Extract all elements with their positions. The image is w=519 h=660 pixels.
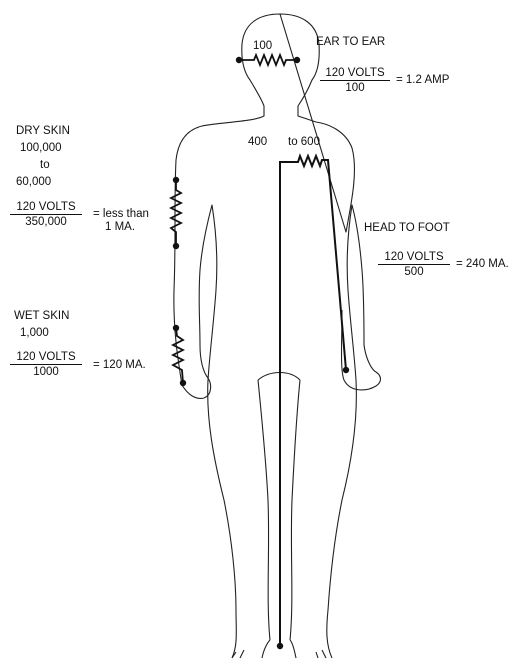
wet-skin-fraction: 120 VOLTS 1000 [10, 350, 82, 379]
dry-skin-title: DRY SKIN [16, 125, 70, 138]
wet-skin-value: 1,000 [20, 327, 49, 340]
dry-skin-result-line2: 1 MA. [105, 221, 135, 234]
head-to-foot-fraction: 120 VOLTS 500 [378, 250, 450, 279]
head-to-foot-resistance-low: 400 [248, 136, 267, 149]
ear-to-ear-result: = 1.2 AMP [396, 74, 449, 87]
ear-right-electrode [294, 57, 300, 63]
ear-left-electrode [236, 57, 242, 63]
dry-skin-electrode-top [173, 177, 179, 183]
dry-skin-denominator: 350,000 [10, 215, 82, 229]
wet-skin-title: WET SKIN [14, 310, 69, 323]
head-to-foot-denominator: 500 [378, 265, 450, 279]
hand-electrode [343, 367, 349, 373]
head-to-foot-numerator: 120 VOLTS [378, 250, 450, 265]
wet-skin-denominator: 1000 [10, 365, 82, 379]
wet-skin-electrode-top [173, 325, 179, 331]
head-to-foot-circuit [280, 156, 346, 646]
ear-to-ear-resistance-label: 100 [253, 40, 272, 53]
dry-skin-result-line1: = less than [93, 208, 149, 221]
dry-skin-range-to: to [40, 159, 50, 172]
dry-skin-electrode-bottom [173, 243, 179, 249]
ear-to-ear-resistor [239, 55, 297, 65]
ear-to-ear-fraction: 120 VOLTS 100 [320, 66, 390, 95]
head-to-foot-result: = 240 MA. [456, 258, 509, 271]
foot-electrode [277, 643, 283, 649]
wet-skin-electrode-bottom [180, 380, 186, 386]
ear-to-ear-title: EAR TO EAR [316, 36, 385, 49]
wet-skin-numerator: 120 VOLTS [10, 350, 82, 365]
dry-skin-numerator: 120 VOLTS [10, 200, 82, 215]
dry-skin-range-high: 100,000 [20, 142, 62, 155]
head-to-foot-resistance-high: to 600 [288, 136, 320, 149]
dry-skin-resistor [171, 180, 181, 246]
head-to-foot-title: HEAD TO FOOT [364, 222, 450, 235]
ear-to-ear-denominator: 100 [320, 81, 390, 95]
dry-skin-fraction: 120 VOLTS 350,000 [10, 200, 82, 229]
wet-skin-result: = 120 MA. [93, 359, 146, 372]
dry-skin-range-low: 60,000 [16, 176, 51, 189]
body-outline [174, 14, 381, 658]
ear-to-ear-numerator: 120 VOLTS [320, 66, 390, 81]
